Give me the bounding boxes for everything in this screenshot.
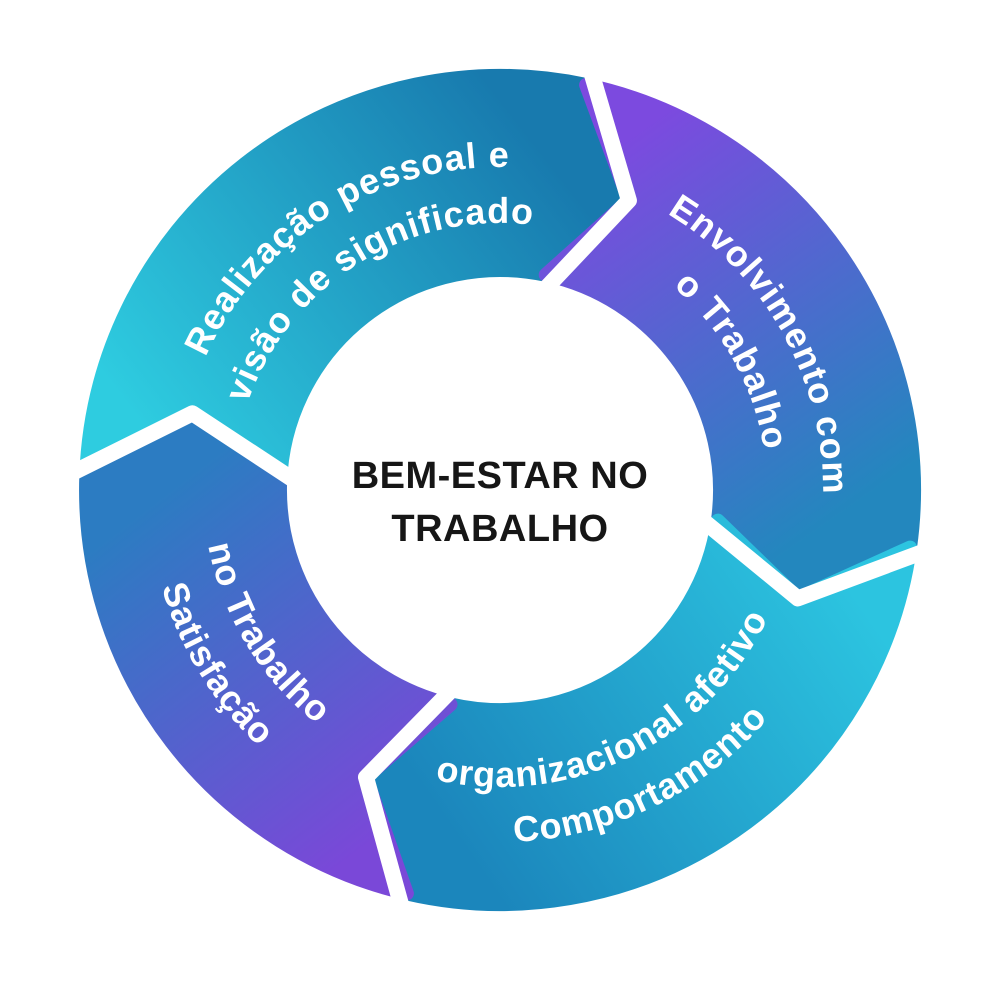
center-title-line2: TRABALHO	[391, 508, 608, 550]
center-title-line1: BEM-ESTAR NO	[352, 455, 649, 497]
segment-gap-left	[64, 405, 303, 490]
segment-gap-top	[536, 65, 637, 298]
segment-gap-right	[694, 511, 931, 607]
segment-gap-bottom	[358, 681, 461, 914]
segment-comportamento-arrow	[359, 513, 917, 911]
segment-envolvimento-arrow	[538, 78, 921, 606]
segment-realizacao-arrow	[79, 68, 636, 490]
